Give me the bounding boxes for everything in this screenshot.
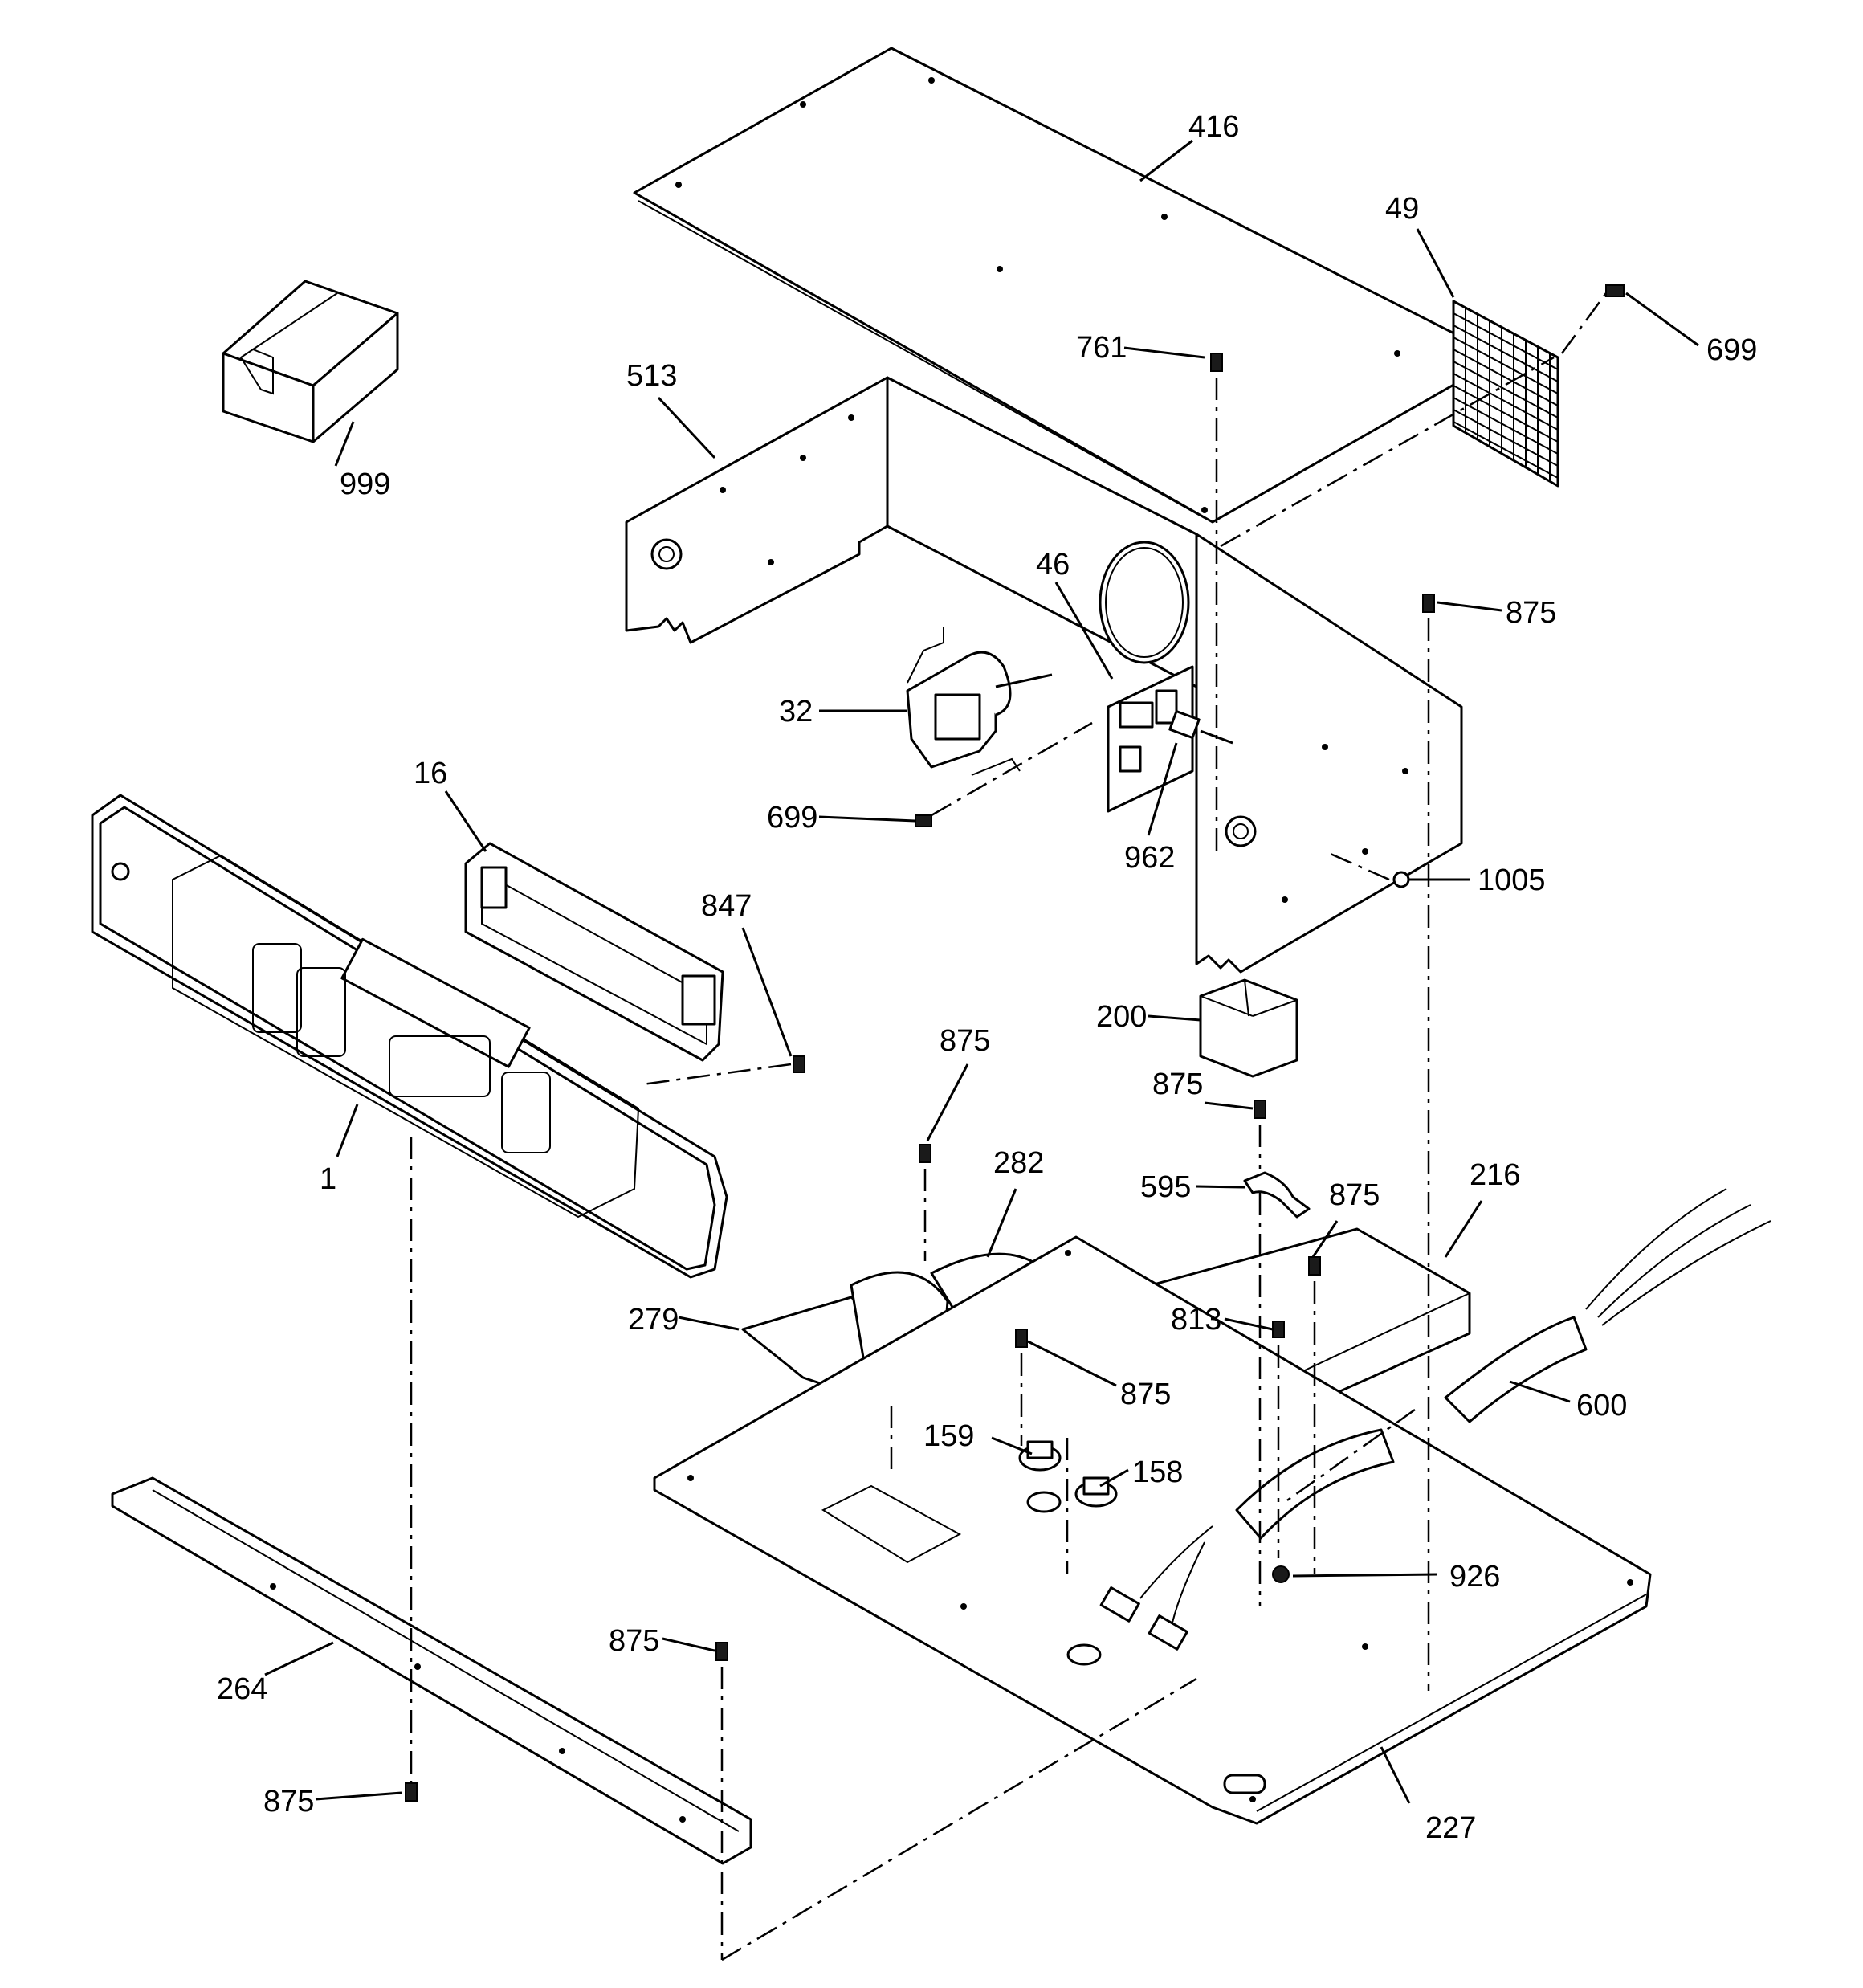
screw-875-cover (1308, 1256, 1321, 1276)
side-shell-part (625, 376, 1463, 974)
callout-513: 513 (626, 359, 677, 393)
callout-926: 926 (1449, 1560, 1500, 1594)
convection-fan-part (906, 627, 1053, 776)
callout-264: 264 (217, 1672, 267, 1706)
callout-875: 875 (1152, 1067, 1203, 1101)
callout-159: 159 (923, 1419, 974, 1453)
screw-875-trim (715, 1642, 728, 1661)
callout-227: 227 (1425, 1811, 1476, 1845)
callout-282: 282 (993, 1146, 1044, 1180)
callout-962: 962 (1124, 841, 1175, 875)
callout-875: 875 (1120, 1378, 1171, 1411)
relay-board-part (1107, 665, 1194, 813)
callout-875: 875 (1506, 596, 1556, 630)
vent-mesh-part (1452, 300, 1559, 488)
screw-847 (793, 1055, 805, 1073)
screw-875-bottom (405, 1782, 418, 1802)
screw-699-fan (915, 814, 932, 827)
callout-158: 158 (1132, 1455, 1183, 1489)
callout-1: 1 (320, 1162, 336, 1196)
electronic-control-part (464, 842, 724, 1062)
accessory-box-part (222, 280, 399, 443)
callout-200: 200 (1096, 1000, 1147, 1034)
insulation-block-part (1199, 978, 1298, 1078)
callout-16: 16 (414, 757, 447, 790)
callout-595: 595 (1140, 1170, 1191, 1204)
screw-1005 (1392, 871, 1410, 888)
callout-labels: 416 49 761 699 513 999 46 875 32 16 699 … (217, 110, 1757, 1845)
callout-999: 999 (340, 467, 390, 501)
limit-switch-158-part (1074, 1476, 1118, 1508)
screw-699-top (1605, 284, 1625, 297)
screw-875-pan (1015, 1329, 1028, 1348)
callout-46: 46 (1036, 548, 1070, 582)
screw-875-top (1422, 594, 1435, 613)
callout-761: 761 (1076, 331, 1127, 365)
callout-699: 699 (1706, 333, 1757, 367)
callout-216: 216 (1470, 1158, 1520, 1192)
cord-clamp-part (1243, 1171, 1311, 1219)
nut-926 (1272, 1565, 1290, 1583)
callout-875: 875 (1329, 1178, 1380, 1212)
callout-875: 875 (609, 1624, 659, 1658)
callout-279: 279 (628, 1303, 679, 1337)
callout-416: 416 (1188, 110, 1239, 144)
callout-813: 813 (1171, 1303, 1221, 1337)
callout-32: 32 (779, 695, 813, 729)
control-panel-part (91, 794, 728, 1279)
front-trim-part (111, 1476, 752, 1865)
screw-761 (1210, 353, 1223, 372)
assembly-lines (410, 292, 1608, 1961)
power-cord-part (1099, 1188, 1771, 1651)
callout-1005: 1005 (1478, 863, 1546, 897)
callout-49: 49 (1385, 192, 1419, 226)
callout-847: 847 (701, 889, 752, 923)
leader-lines (264, 139, 1699, 1804)
screw-813 (1272, 1321, 1285, 1338)
bottom-pan-part (653, 1235, 1652, 1825)
top-cover-part (633, 47, 1503, 524)
screw-875-insul (1254, 1100, 1266, 1119)
screw-875-duct (919, 1144, 932, 1163)
callout-875: 875 (263, 1785, 314, 1819)
callout-875: 875 (940, 1024, 990, 1058)
callout-699: 699 (767, 801, 817, 835)
callout-600: 600 (1576, 1389, 1627, 1423)
